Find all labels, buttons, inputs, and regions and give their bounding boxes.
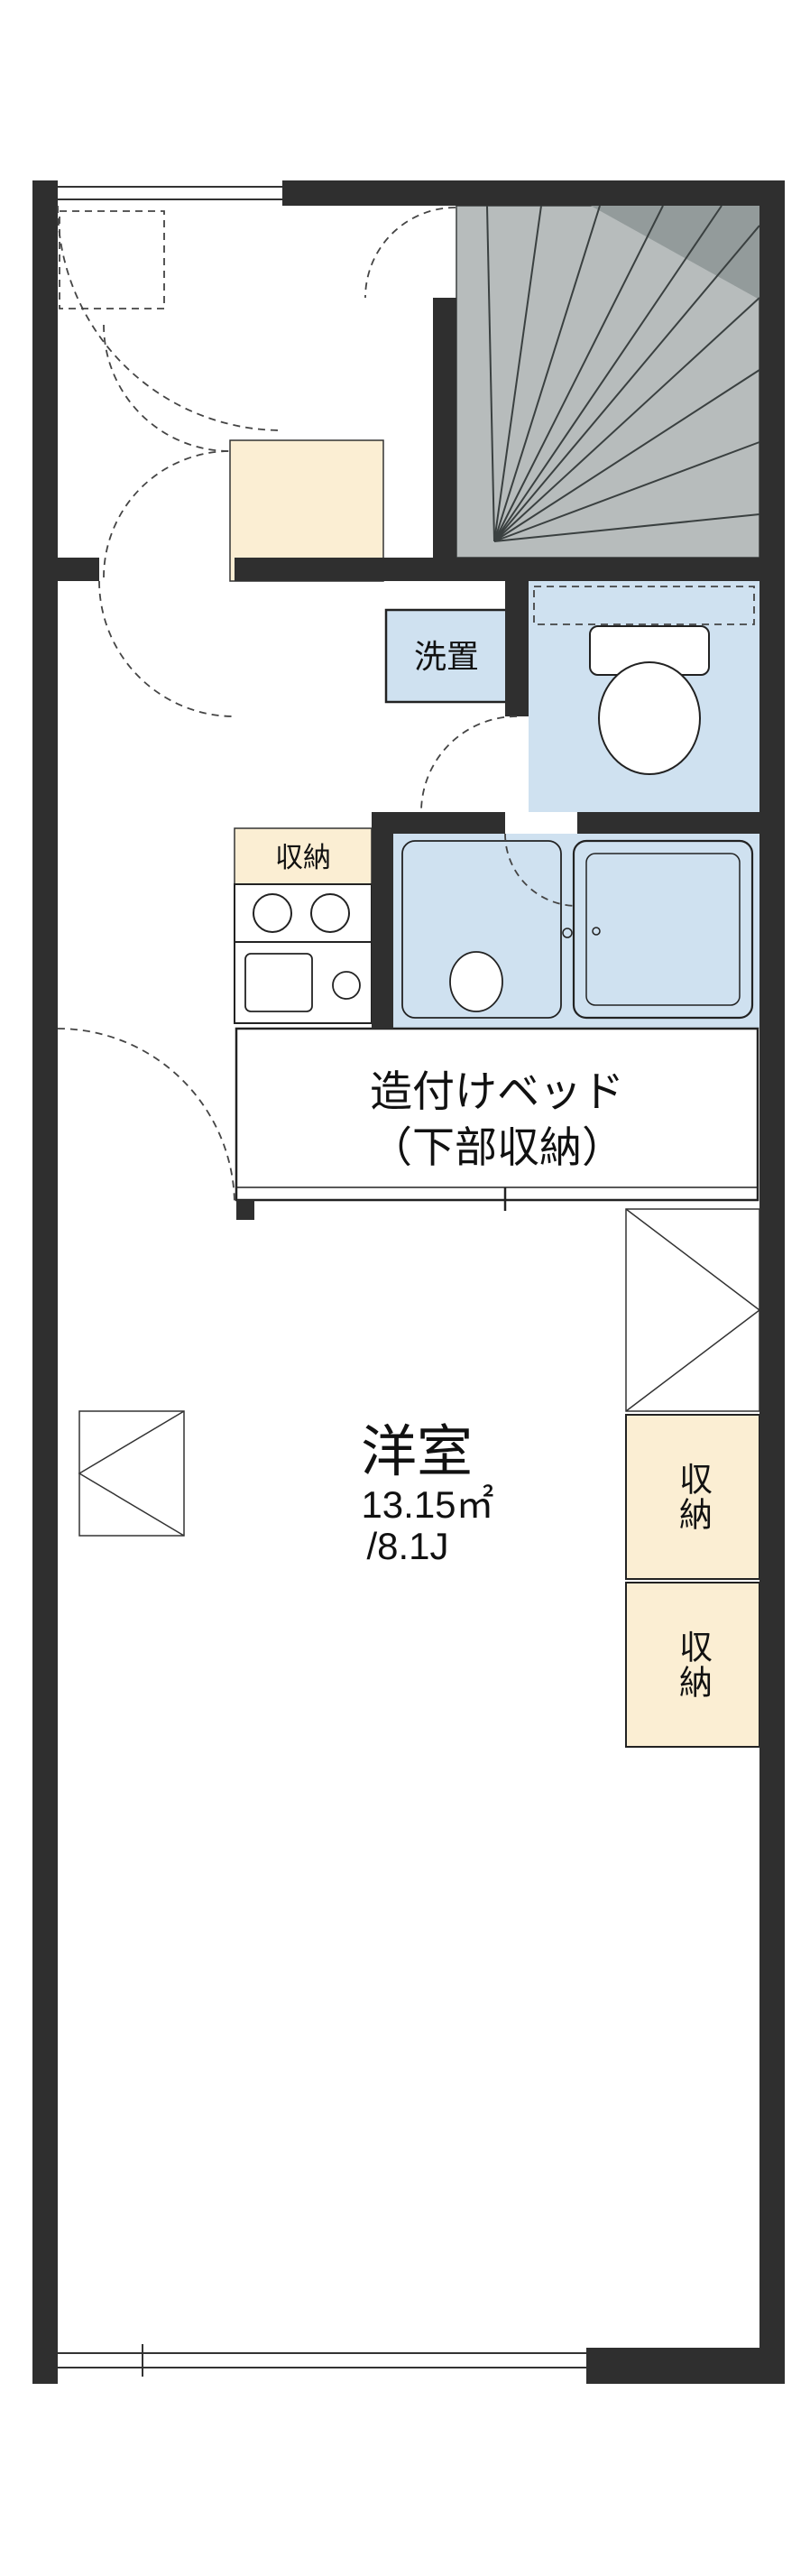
- equipment-space: [625, 1208, 760, 1412]
- wall-segment: [32, 180, 58, 2384]
- room-name-label: 洋室: [361, 1421, 473, 1483]
- drain-basin-icon: [449, 951, 503, 1012]
- wall-segment: [235, 558, 759, 581]
- faucet-dot-icon: [562, 928, 573, 938]
- staircase: [456, 205, 760, 559]
- left-equipment-symbol: [78, 1410, 185, 1537]
- closet-door-arc: [103, 450, 231, 578]
- equipment-box: [78, 1410, 185, 1537]
- bed-label-line1: 造付けベッド: [370, 1067, 624, 1115]
- closet-door-arc: [103, 324, 231, 452]
- laundry-label: 洗置: [414, 638, 479, 675]
- wall-segment: [577, 812, 785, 834]
- room-area-m2-label: 13.15㎡: [361, 1483, 493, 1526]
- kitchen-storage-label: 収納: [275, 842, 331, 873]
- door-swings: [57, 205, 755, 1206]
- wall-segment: [433, 298, 456, 581]
- toilet-shelf: [533, 586, 755, 625]
- shower-area-icon: [401, 840, 562, 1019]
- stove-burner-icon: [310, 893, 350, 933]
- storage-right-top-label: 収納: [675, 1462, 713, 1532]
- toilet-fixture: [589, 625, 710, 775]
- door-swing-arc: [98, 580, 235, 717]
- storage-box-kitchen: [234, 827, 373, 885]
- wall-segment: [586, 2348, 785, 2384]
- wall-segment: [236, 1200, 254, 1220]
- faucet-icon: [332, 971, 361, 1000]
- bathtub-icon: [572, 839, 754, 1020]
- laundry-space: [384, 608, 509, 704]
- bed-outline: [235, 1027, 759, 1202]
- right-column: [625, 1208, 761, 1748]
- door-swing-arc: [57, 1028, 235, 1206]
- stair-treads: [486, 205, 760, 542]
- labels: 洗置 収納 造付けベッド （下部収納） 洋室 13.15㎡ /8.1J 収納 収…: [275, 638, 712, 1700]
- walls: [32, 180, 785, 2384]
- storage-box-right-top: [625, 1414, 760, 1580]
- bed-label-line2: （下部収納）: [370, 1123, 624, 1171]
- bathtub-inner-icon: [585, 853, 741, 1006]
- door-swing-arc: [420, 716, 518, 813]
- storage-right-bottom-label: 収納: [675, 1630, 713, 1700]
- room-area-jo-label: /8.1J: [366, 1525, 448, 1567]
- bathroom-floor: [393, 834, 759, 1029]
- wall-segment: [759, 180, 785, 2384]
- door-swing-arc: [364, 207, 456, 299]
- toilet-bowl-icon: [598, 661, 701, 775]
- door-swing-arc: [504, 833, 578, 907]
- wall-segment: [282, 180, 759, 206]
- door-swing-arc: [57, 205, 283, 431]
- stove-unit: [234, 883, 373, 943]
- wall-segment: [505, 581, 529, 716]
- openings: [58, 186, 586, 2377]
- storage-box-right-bottom: [625, 1582, 760, 1748]
- stove-burner-icon: [253, 893, 292, 933]
- tub-drain-icon: [592, 927, 601, 936]
- wall-segment: [372, 812, 505, 834]
- shoe-cabinet: [59, 210, 165, 309]
- wall-segment: [372, 812, 393, 1029]
- wall-segment: [58, 558, 99, 581]
- equipment-triangle: [78, 1410, 185, 1537]
- bathroom: [401, 839, 754, 1020]
- sink-basin-icon: [244, 953, 313, 1012]
- kitchen-unit: [234, 827, 373, 1024]
- built-in-bed: [235, 1027, 759, 1211]
